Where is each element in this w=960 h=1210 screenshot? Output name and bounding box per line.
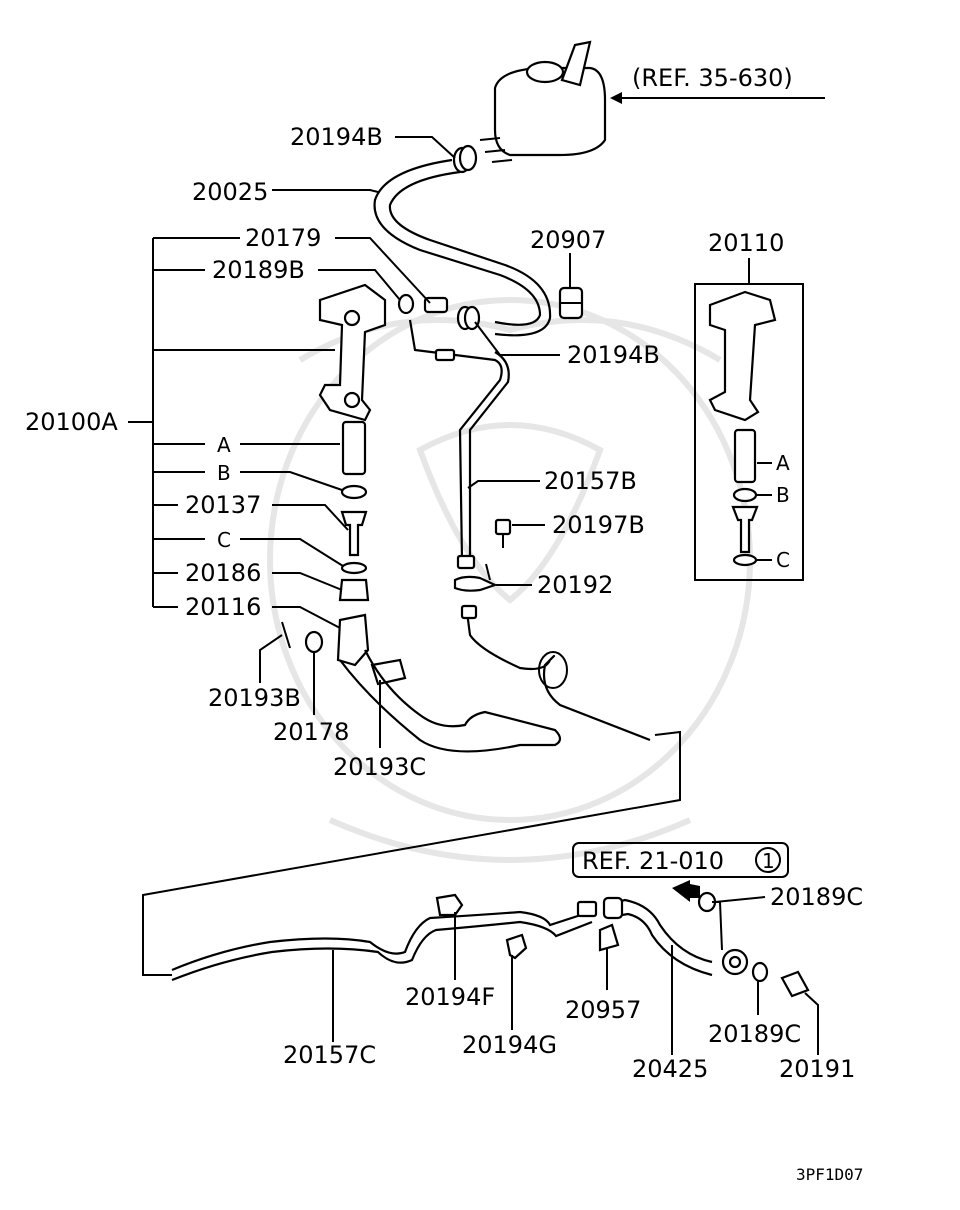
pipe-flare-nut [434, 348, 456, 362]
label-kit-A: A [776, 451, 790, 475]
pipe-joint [576, 900, 598, 918]
label-20137: 20137 [185, 491, 261, 519]
label-20189C-top: 20189C [770, 883, 863, 911]
label-20193C: 20193C [333, 753, 426, 781]
bolt-20191 [780, 970, 810, 998]
kit-20110-body [708, 290, 777, 422]
ref-reservoir-label: (REF. 35-630) [632, 64, 793, 92]
label-20178: 20178 [273, 718, 349, 746]
kit-cup-B [732, 487, 758, 503]
hose-clamp-mid [456, 305, 481, 331]
piston-A [341, 420, 367, 476]
bracket-20192 [453, 575, 498, 592]
kit-piston-A [733, 428, 757, 484]
label-20425: 20425 [632, 1055, 708, 1083]
ref-lower-label: REF. 21-010 [582, 847, 724, 875]
pipe-flare-nut-lower [456, 554, 476, 570]
group-20100A-bracket [128, 237, 335, 608]
connection-outline [142, 730, 681, 976]
bolt-20197B [494, 518, 512, 536]
flex-hose-20425-outer [609, 912, 713, 977]
label-20193B: 20193B [208, 684, 301, 712]
ref-lower-circle [755, 847, 781, 873]
ref-lower-circle-number: 1 [762, 849, 775, 873]
label-20192: 20192 [537, 571, 613, 599]
clutch-pipe [408, 319, 503, 561]
kit-rod [731, 505, 759, 554]
label-20186: 20186 [185, 559, 261, 587]
label-20025: 20025 [192, 178, 268, 206]
footer-code: 3PF1D07 [796, 1165, 863, 1184]
label-A: A [217, 433, 231, 457]
label-20189B: 20189B [212, 256, 305, 284]
label-20957: 20957 [565, 996, 641, 1024]
hose-clamp-top [452, 144, 478, 174]
label-20116: 20116 [185, 593, 261, 621]
label-20197B: 20197B [552, 511, 645, 539]
label-20194G: 20194G [462, 1031, 557, 1059]
label-20194B-mid: 20194B [567, 341, 660, 369]
label-kit-B: B [776, 483, 790, 507]
clip-20194F [435, 893, 464, 917]
reservoir-hose-outer [388, 170, 552, 337]
leader-lines [240, 136, 819, 1055]
clevis-20116 [336, 613, 370, 667]
label-20194B-top: 20194B [290, 123, 383, 151]
push-rod-20137 [340, 510, 368, 557]
reservoir-hose [373, 158, 542, 326]
label-20907: 20907 [530, 226, 606, 254]
ref-lower-box [572, 842, 789, 878]
pipe-fitting [460, 604, 478, 620]
label-C: C [217, 528, 231, 552]
pipe-coil [538, 651, 568, 689]
flex-hose-20425 [604, 898, 713, 964]
pin-20193B [281, 621, 291, 649]
label-20179: 20179 [245, 224, 321, 252]
clutch-pedal [339, 649, 562, 753]
washer-C [340, 561, 368, 575]
bolt-20193C [370, 658, 407, 686]
master-cylinder [318, 283, 449, 422]
callout-labels: 20194B 20025 20179 20907 20189B 20194B 2… [25, 123, 863, 1083]
clip-20194G [505, 933, 528, 960]
bushing-20178 [304, 630, 324, 654]
pipe-20157C [171, 910, 591, 972]
nut-20186 [338, 578, 370, 602]
clip-20907 [558, 286, 584, 320]
label-20191: 20191 [779, 1055, 855, 1083]
gasket-20189C-bot [751, 961, 769, 983]
label-20189C-bot: 20189C [708, 1020, 801, 1048]
label-20194F: 20194F [405, 983, 495, 1011]
arrow-head [610, 92, 622, 104]
kit-washer-C [732, 553, 758, 567]
label-B: B [217, 461, 231, 485]
label-20110: 20110 [708, 229, 784, 257]
label-20157C: 20157C [283, 1041, 376, 1069]
reservoir-tank [479, 40, 607, 163]
label-kit-C: C [776, 548, 790, 572]
direction-arrow [672, 880, 700, 902]
label-20100A: 20100A [25, 408, 118, 436]
cup-B [340, 484, 368, 500]
hose-end-fitting [602, 896, 624, 920]
pipe-20157C-outer [171, 920, 593, 982]
pipe-loop [465, 611, 651, 742]
clip-20957 [598, 923, 620, 952]
label-20157B: 20157B [544, 467, 637, 495]
